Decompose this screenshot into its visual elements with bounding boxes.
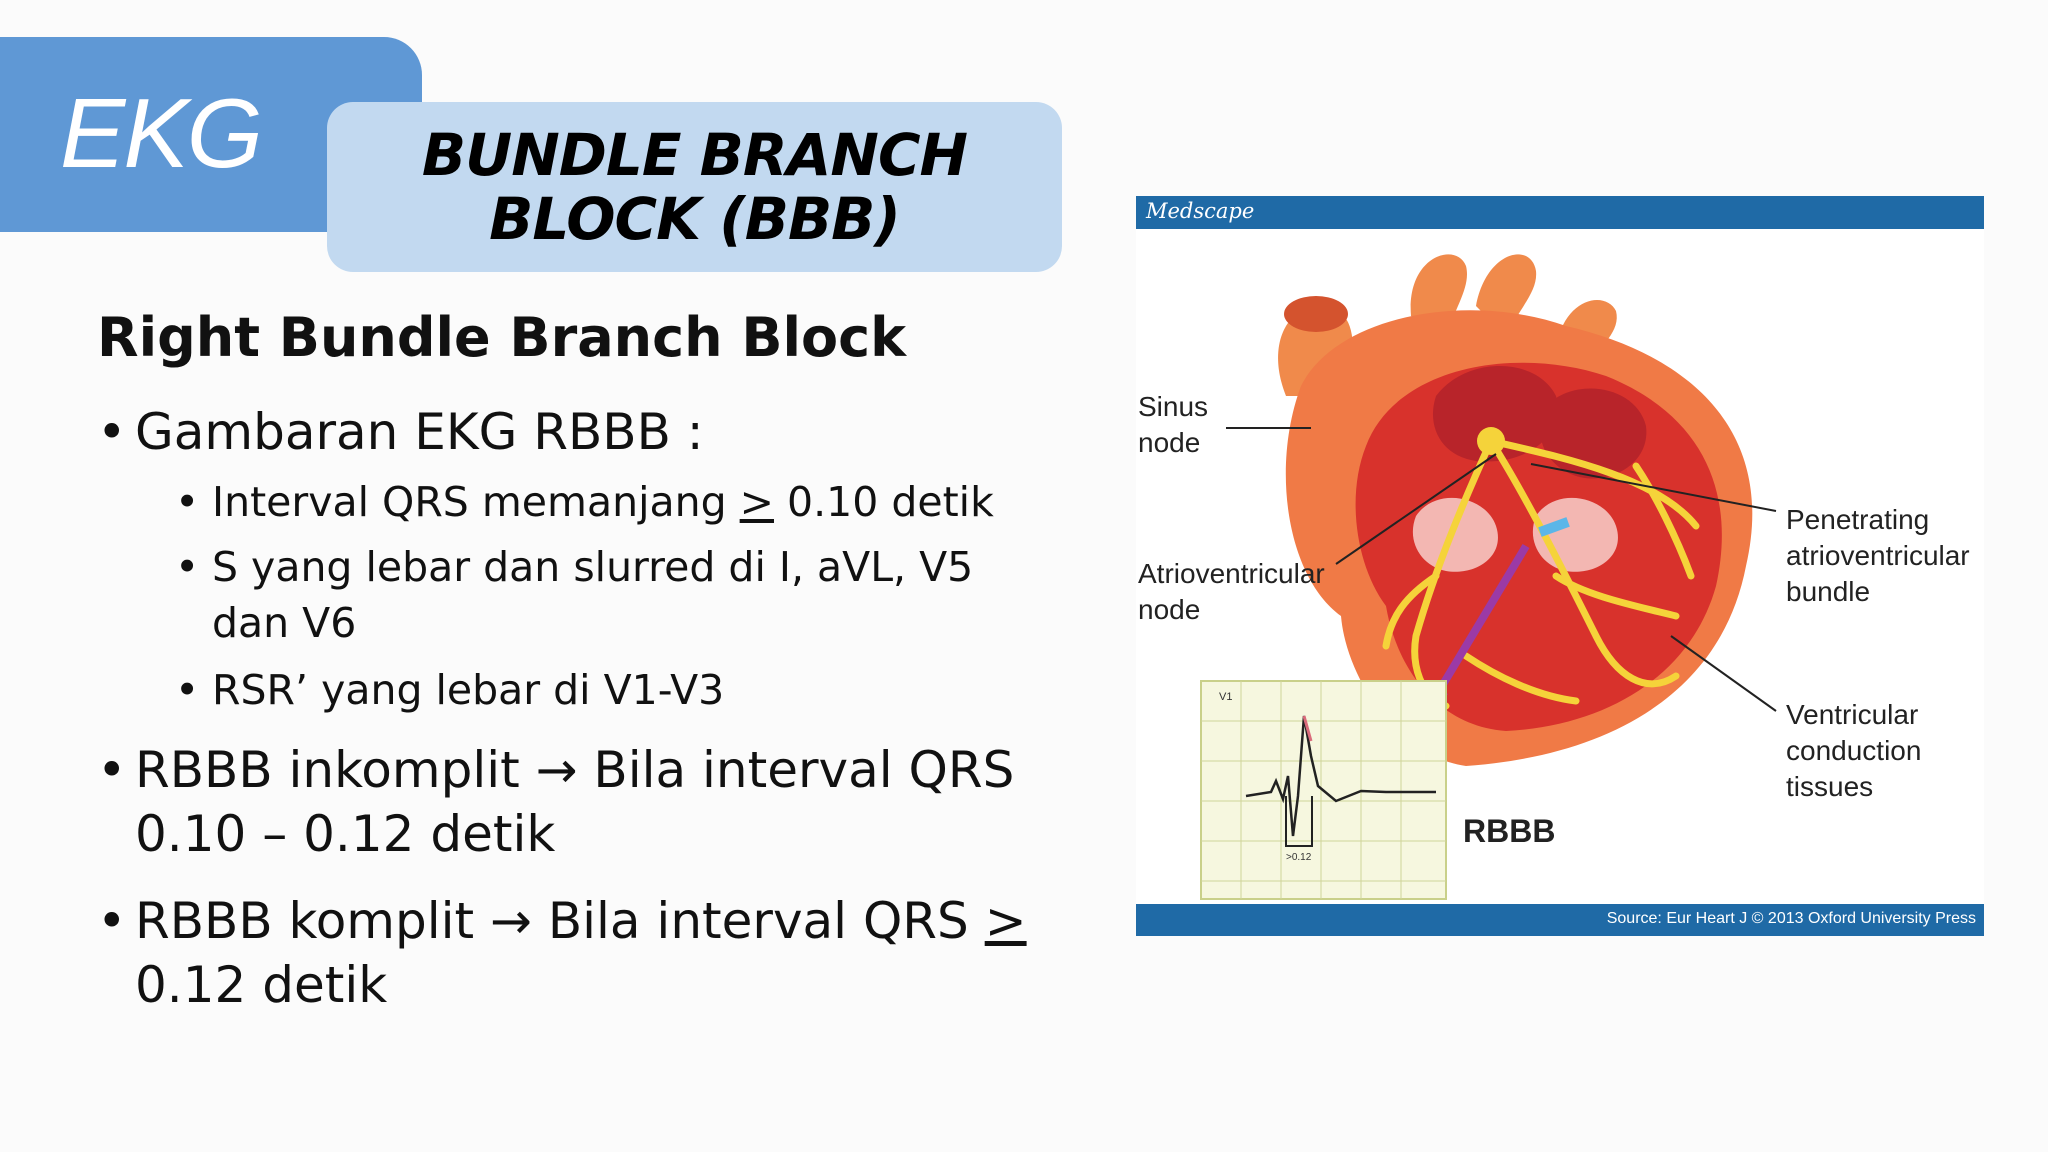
figure-source: Source: Eur Heart J © 2013 Oxford Univer… [1606,910,1976,927]
heart-illustration [1200,254,1777,900]
sub-bullet-text: RSR’ yang lebar di V1-V3 [212,666,725,714]
sub-bullet-qrs: • Interval QRS memanjang > 0.10 detik [175,474,1075,530]
label-line: node [1138,594,1201,625]
section-heading: Right Bundle Branch Block [97,306,907,369]
left-atrium [1432,366,1558,462]
bullet-gambaran: • Gambaran EKG RBBB : [97,400,1057,464]
label-line: atrioventricular [1786,540,1970,571]
label-line: node [1138,427,1201,458]
figure-header-bar: Medscape [1136,196,1984,229]
label-av-node: Atrioventricular node [1138,556,1325,628]
bullet-dot: • [97,741,127,799]
leader-lines [1226,427,1777,712]
bullet-line-1: RBBB inkomplit → Bila interval QRS [135,741,1015,799]
label-line: conduction [1786,735,1922,766]
figure-footer-bar: Source: Eur Heart J © 2013 Oxford Univer… [1136,904,1984,936]
ecg-strip [1200,680,1447,900]
label-line: bundle [1786,576,1871,607]
label-line: Atrioventricular [1138,558,1325,589]
sub-bullet-dot: • [175,543,200,591]
av-node-marker [1477,427,1505,455]
bullet-line-1: RBBB komplit → Bila interval QRS > [135,889,1057,953]
greater-equal-symbol: > [984,892,1027,950]
sub-bullet-rsr: • RSR’ yang lebar di V1-V3 [175,662,1075,718]
bullet-komplit: • RBBB komplit → Bila interval QRS > 0.1… [97,889,1057,1017]
heart-conduction-figure: Medscape [1136,196,1984,936]
label-line: Ventricular [1786,699,1919,730]
label-penetrating-bundle: Penetrating atrioventricular bundle [1786,502,1970,610]
bullet-text-pre: RBBB komplit → Bila interval QRS [135,892,985,950]
label-rbbb: RBBB [1463,813,1556,849]
slide-title-line-2: BLOCK (BBB) [489,185,901,253]
bullet-inkomplit: • RBBB inkomplit → Bila interval QRS 0.1… [97,738,1057,866]
bullet-dot: • [97,403,127,461]
block-site-marker [1538,517,1570,537]
label-line: tissues [1786,771,1874,802]
ecg-lead-label: V1 [1219,691,1233,703]
medscape-logo: Medscape [1146,199,1255,223]
sub-bullet-text: Interval QRS memanjang > 0.10 detik [212,474,1075,530]
sub-bullet-line-2: dan V6 [212,599,357,647]
ekg-tab-label: EKG [60,78,263,188]
bullet-text: Gambaran EKG RBBB : [135,403,704,461]
label-ventricular-tissues: Ventricular conduction tissues [1786,697,1921,805]
block-arrow [1432,543,1530,699]
bullet-line-2: 0.10 – 0.12 detik [135,805,556,863]
label-line: Penetrating [1786,504,1930,535]
slide-title-line-1: BUNDLE BRANCH [421,121,968,189]
label-sinus-node: Sinus node [1138,389,1208,461]
valve-left [1412,497,1498,572]
greater-equal-symbol: > [739,478,774,526]
sub-bullet-s-wave: • S yang lebar dan slurred di I, aVL, V5… [175,539,1075,651]
slide-title-box: BUNDLE BRANCH BLOCK (BBB) [327,102,1062,272]
sub-bullet-line-1: S yang lebar dan slurred di I, aVL, V5 [212,543,974,591]
sub-bullet-dot: • [175,478,200,526]
conduction-system [1382,437,1700,710]
bullet-line-2: 0.12 detik [135,956,388,1014]
label-line: Sinus [1138,391,1209,422]
sub-bullet-text-post: 0.10 detik [774,478,994,526]
sub-bullet-text-pre: Interval QRS memanjang [212,478,740,526]
vessel-opening [1284,296,1348,332]
bullet-dot: • [97,892,127,950]
sub-bullet-dot: • [175,666,200,714]
ecg-interval-label: >0.12 [1286,852,1312,863]
